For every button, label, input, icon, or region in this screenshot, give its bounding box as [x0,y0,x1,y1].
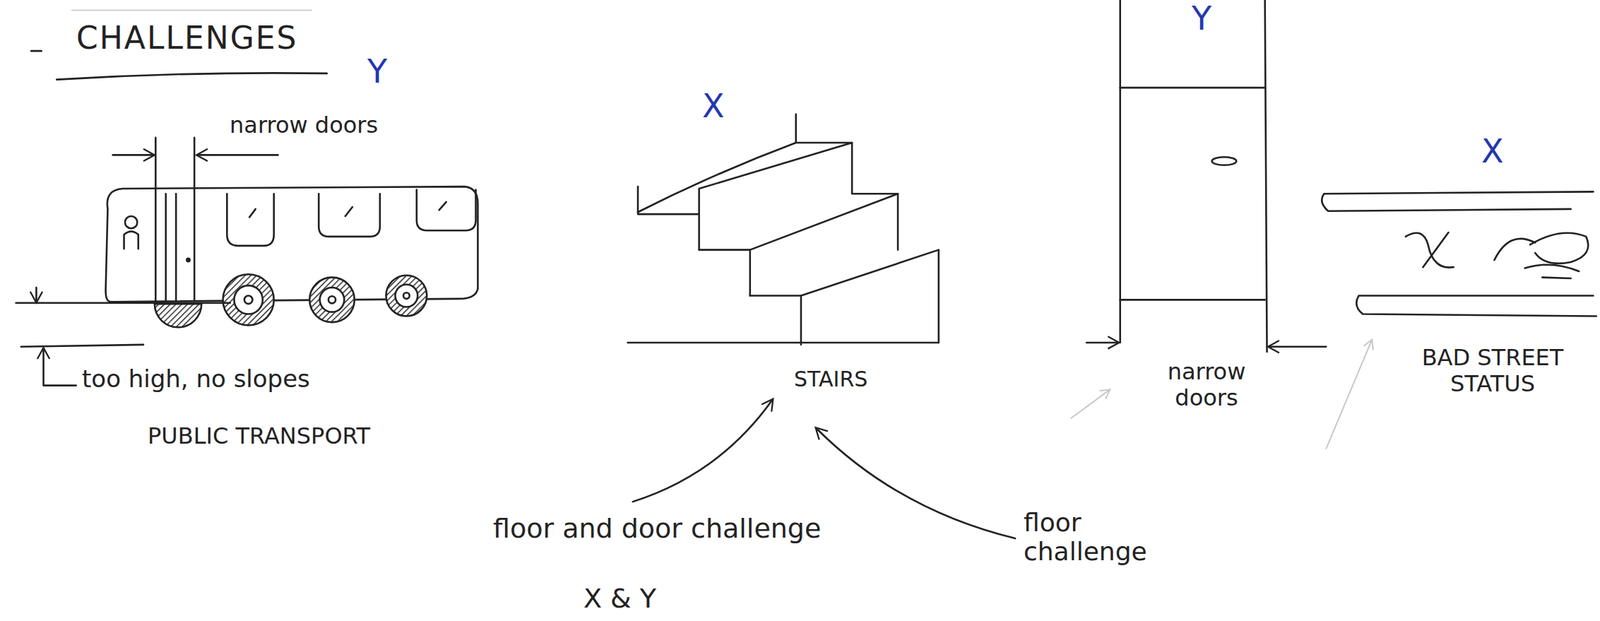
faint-line [72,9,312,11]
annotation: floor and door challenge [493,513,821,545]
ground-line [16,301,231,304]
door-drawing [1120,0,1268,352]
check-mark: X [1481,132,1504,171]
section-label: STAIRS [793,367,868,393]
section-label: BAD STREET STATUS [1393,344,1592,397]
dimension-arrow [1268,345,1326,348]
leader-line [43,348,77,386]
ground-line [21,344,144,347]
annotation: narrow doors [1142,358,1271,412]
dimension-arrow [113,153,154,157]
annotation: too high, no slopes [81,365,311,393]
check-mark: Y [367,52,388,91]
dimension-arrow [35,287,38,302]
dimension-arrow [1086,341,1119,345]
section-label: PUBLIC TRANSPORT [147,423,371,450]
pointer-arrow [632,399,773,502]
check-mark: Y [1191,0,1212,38]
diagram-title: CHALLENGES [76,20,298,57]
stairs-drawing [627,114,939,345]
street-drawing [1321,191,1597,316]
annotation: floor challenge [1023,507,1176,567]
bus-drawing [105,137,479,328]
pointer-arrow [816,428,1016,539]
faint-arrow [1325,339,1372,449]
check-mark: X [702,87,725,126]
title-underline [56,72,327,80]
faint-arrow [1070,389,1110,418]
dimension-arrow [197,153,278,157]
dash-mark [31,50,41,53]
annotation: X & Y [583,583,657,615]
annotation: narrow doors [229,112,378,139]
